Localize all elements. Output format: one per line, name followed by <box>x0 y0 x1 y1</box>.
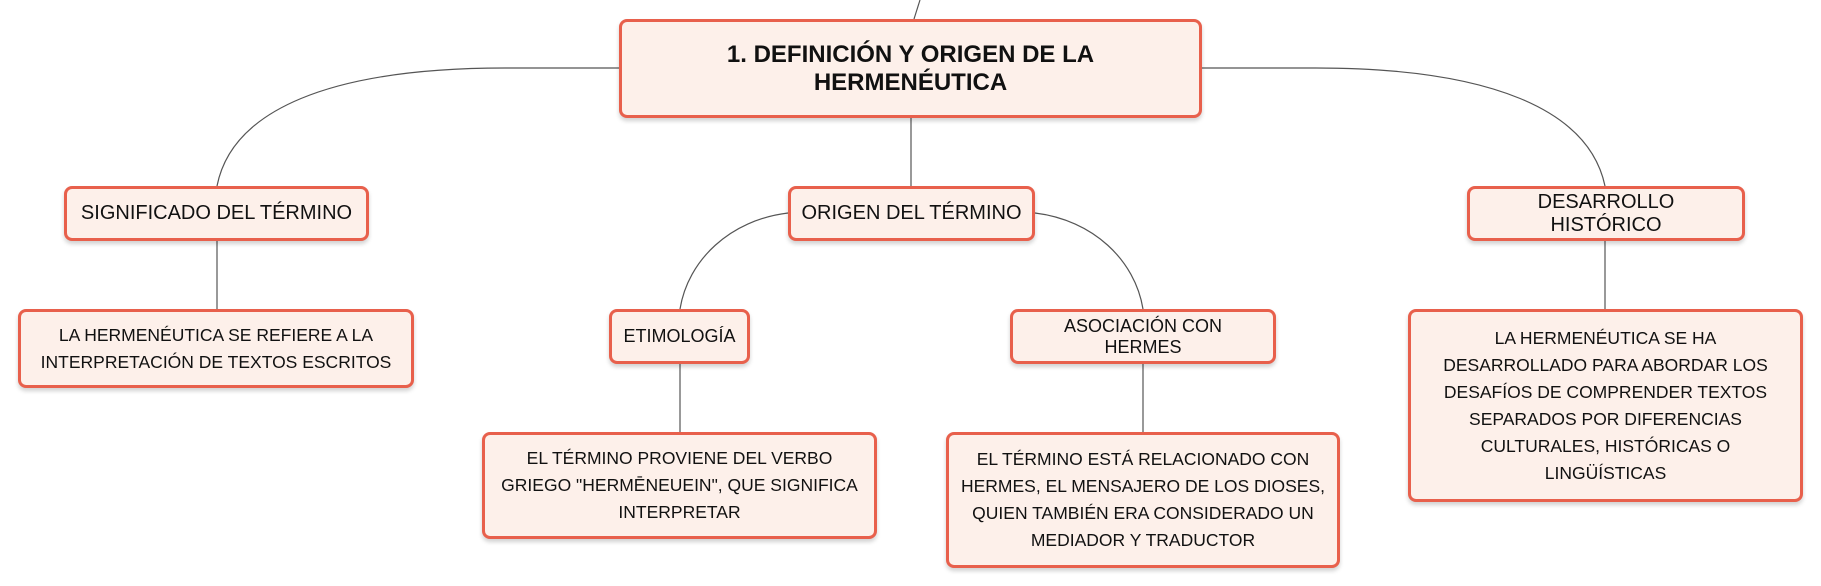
subtopic-etimologia-label: ETIMOLOGÍA <box>623 326 736 346</box>
detail-significado-text: LA HERMENÉUTICA SE REFIERE A LA INTERPRE… <box>40 324 392 372</box>
connector-origen-to-etimologia <box>679 212 789 310</box>
subtopic-hermes-label: ASOCIACIÓN CON HERMES <box>1063 315 1223 357</box>
root-topic[interactable]: 1. DEFINICIÓN Y ORIGEN DE LA HERMENÉUTIC… <box>619 19 1202 118</box>
detail-hermes[interactable]: EL TÉRMINO ESTÁ RELACIONADO CON HERMES, … <box>946 432 1340 568</box>
connector-root-to-significado <box>216 67 619 187</box>
topic-origen-label: ORIGEN DEL TÉRMINO <box>801 202 1022 224</box>
connector-parent-to-root <box>913 0 921 20</box>
root-topic-label: 1. DEFINICIÓN Y ORIGEN DE LA HERMENÉUTIC… <box>726 40 1095 96</box>
detail-etimologia-text: EL TÉRMINO PROVIENE DEL VERBO GRIEGO "HE… <box>501 448 858 522</box>
detail-significado[interactable]: LA HERMENÉUTICA SE REFIERE A LA INTERPRE… <box>18 309 414 388</box>
topic-significado[interactable]: SIGNIFICADO DEL TÉRMINO <box>64 186 369 241</box>
detail-desarrollo-text: LA HERMENÉUTICA SE HA DESARROLLADO PARA … <box>1443 327 1768 483</box>
detail-etimologia[interactable]: EL TÉRMINO PROVIENE DEL VERBO GRIEGO "HE… <box>482 432 877 539</box>
subtopic-hermes[interactable]: ASOCIACIÓN CON HERMES <box>1010 309 1276 364</box>
connector-origen-to-hermes <box>1034 212 1144 310</box>
detail-hermes-text: EL TÉRMINO ESTÁ RELACIONADO CON HERMES, … <box>960 449 1326 550</box>
connector-root-to-desarrollo <box>1202 67 1606 187</box>
topic-origen[interactable]: ORIGEN DEL TÉRMINO <box>788 186 1035 241</box>
topic-desarrollo-label: DESARROLLO HISTÓRICO <box>1537 190 1675 236</box>
topic-significado-label: SIGNIFICADO DEL TÉRMINO <box>80 202 353 224</box>
detail-desarrollo[interactable]: LA HERMENÉUTICA SE HA DESARROLLADO PARA … <box>1408 309 1803 502</box>
topic-desarrollo[interactable]: DESARROLLO HISTÓRICO <box>1467 186 1745 241</box>
subtopic-etimologia[interactable]: ETIMOLOGÍA <box>609 309 750 364</box>
